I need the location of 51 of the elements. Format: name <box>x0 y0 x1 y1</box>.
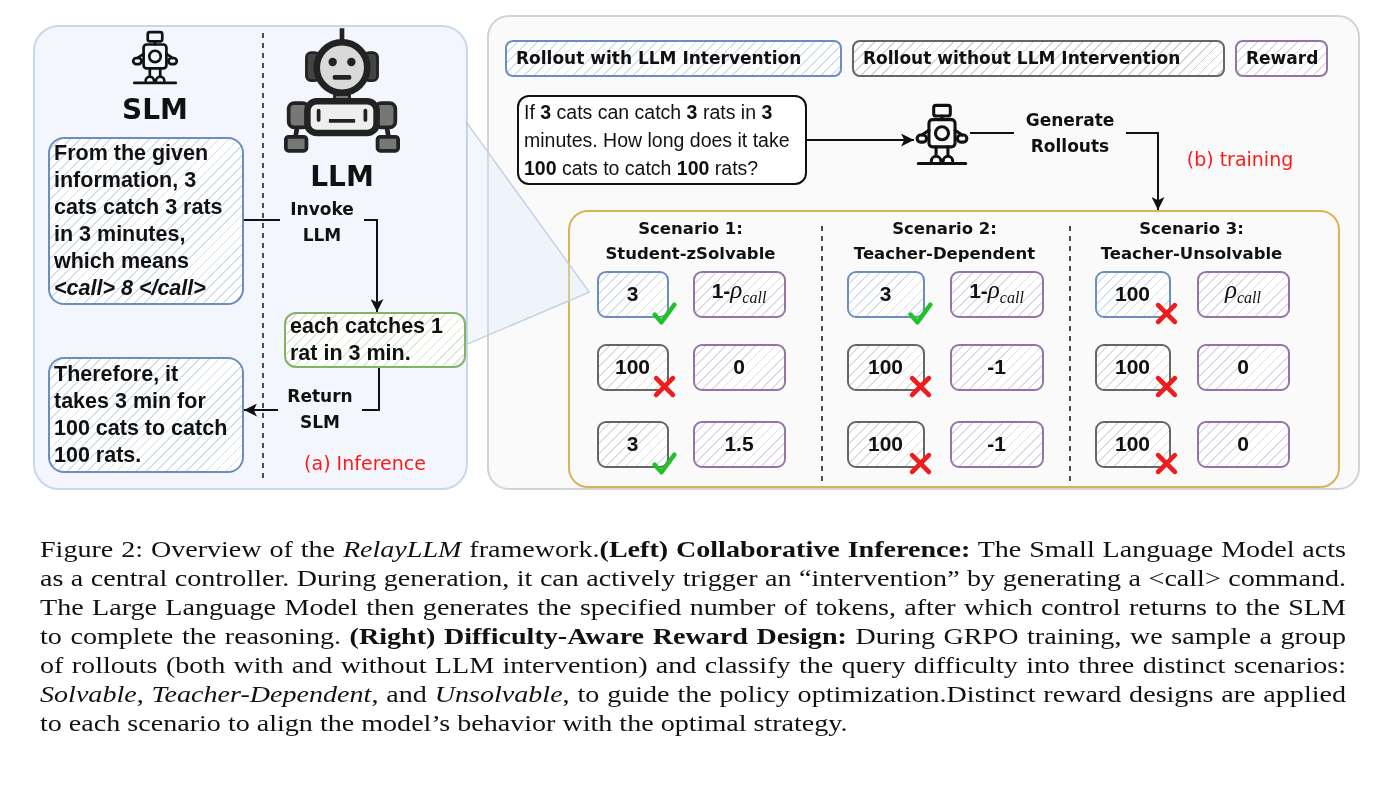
reward-card <box>1196 270 1290 318</box>
reward-card <box>949 420 1044 468</box>
reward-value: 0 <box>732 354 746 380</box>
reward-card <box>949 343 1044 391</box>
answer-value: 100 <box>866 431 904 457</box>
panel-caption: (b) training <box>1185 147 1295 171</box>
answer-value: 100 <box>1113 354 1151 380</box>
question-text: If 3 cats can catch 3 rats in 3 minutes. How long does it take 100 cats to catch 100 rats? <box>523 100 791 181</box>
step-text: each catches 1 rat in 3 min. <box>289 313 444 367</box>
reward-card <box>692 270 786 318</box>
step-text: Therefore, it takes 3 min for 100 cats to catch 100 rats. <box>53 361 229 469</box>
answer-value: 100 <box>1113 281 1151 307</box>
scenario-panel <box>568 210 1340 488</box>
scenario-heading: Scenario 2: Teacher-Dependent <box>852 217 1037 265</box>
reward-card <box>949 270 1044 318</box>
reward-value: 0 <box>1236 431 1250 457</box>
step-text: From the given information, 3 cats catch 3 rats in 3 minutes, which means <call> 8 </call> <box>53 140 224 302</box>
question-card <box>517 95 807 185</box>
model-label: LLM <box>309 160 375 194</box>
legend-key: Reward <box>1235 40 1328 77</box>
reward-card <box>692 343 786 391</box>
reward-value: 1.5 <box>723 431 755 457</box>
reward-value: 1-ρ$_{call}$ <box>968 276 1025 309</box>
scenario-heading: Scenario 3: Teacher-Unsolvable <box>1099 217 1284 265</box>
reward-value: 0 <box>1236 354 1250 380</box>
reward-card <box>1196 343 1290 391</box>
reward-card <box>692 420 786 468</box>
robot-icon <box>914 103 970 167</box>
training-panel <box>487 15 1360 490</box>
scenario-heading: Scenario 1: Student-zSolvable <box>604 217 777 265</box>
panel-caption: (a) Inference <box>303 451 427 475</box>
answer-value: 3 <box>625 431 640 457</box>
answer-value: 3 <box>625 281 640 307</box>
legend-key: Rollout with LLM Intervention <box>505 40 842 77</box>
inference-panel <box>33 25 468 490</box>
answer-value: 100 <box>1113 431 1151 457</box>
figure-caption: Figure 2: Overview of the RelayLLM framework.(Left) Collaborative Inference: The Small Language Model acts as a central controller. During generation, it can actively trigger an “intervention” by generating a <call> command. The Large Language Model then generates the specified number of tokens, after which control returns to the SLM to complete the reasoning. (Right) Difficulty-Aware Reward Design: During GRPO training, we sample a group of rollouts (both with and without LLM intervention) and classify the query difficulty into three distinct scenarios: Solvable, Teacher-Dependent, and Unsolvable, to guide the policy optimization.Distinct reward designs are applied to each scenario to align the model’s behavior with the optimal strategy. <box>40 535 1346 738</box>
answer-value: 3 <box>878 281 893 307</box>
reward-value: -1 <box>986 431 1007 457</box>
slm-step-card <box>48 357 244 473</box>
arrow <box>806 133 915 147</box>
reward-card <box>1196 420 1290 468</box>
model-label: SLM <box>121 93 189 127</box>
answer-value: 100 <box>866 354 904 380</box>
reward-value: 1-ρ$_{call}$ <box>710 276 768 309</box>
reward-value: -1 <box>986 354 1007 380</box>
llm-step-card <box>284 312 466 368</box>
slm-step-card <box>48 137 244 305</box>
legend-key: Rollout without LLM Intervention <box>852 40 1225 77</box>
answer-value: 100 <box>613 354 651 380</box>
reward-value: ρ$_{call}$ <box>1223 276 1262 309</box>
